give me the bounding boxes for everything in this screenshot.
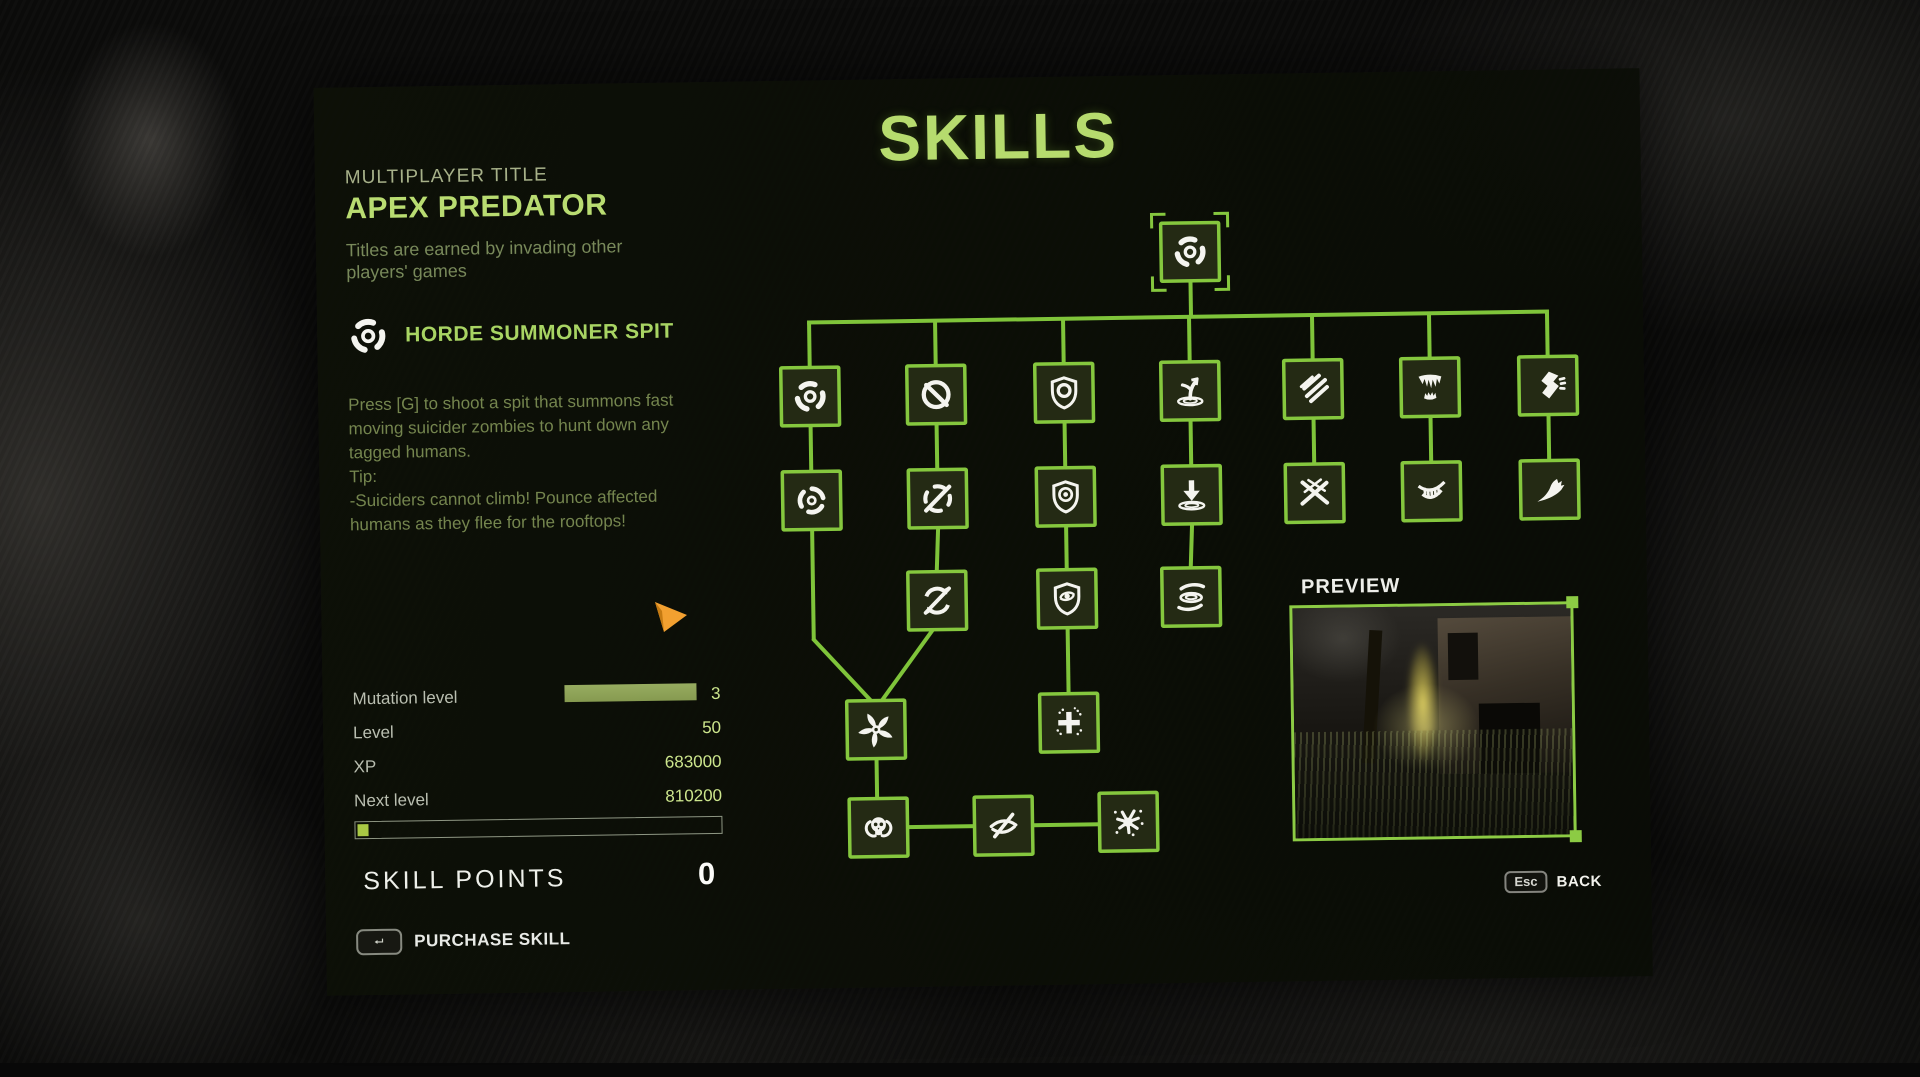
skill-node-bounce-up[interactable] bbox=[1161, 361, 1220, 420]
skill-node-shield-circle[interactable] bbox=[1035, 363, 1094, 422]
skill-node-frame bbox=[781, 367, 840, 426]
skill-node-pinwheel[interactable] bbox=[847, 700, 906, 759]
skill-connector-line bbox=[811, 426, 812, 472]
back-button[interactable]: Esc BACK bbox=[1504, 870, 1602, 893]
skill-connector-line bbox=[813, 638, 874, 705]
skill-connector-line bbox=[877, 759, 878, 800]
preview-corner-handle bbox=[1570, 830, 1582, 842]
skill-node-plus-sparkle[interactable] bbox=[1040, 693, 1099, 752]
skill-connector-line bbox=[1431, 416, 1432, 462]
page-title: SKILLS bbox=[878, 98, 1119, 176]
skill-node-frame bbox=[1401, 358, 1460, 417]
skill-connector-line bbox=[1189, 317, 1190, 362]
skill-connector-line bbox=[1314, 418, 1315, 464]
skill-node-eye-slash[interactable] bbox=[974, 796, 1033, 855]
multiplayer-title-description: Titles are earned by invading other play… bbox=[346, 234, 677, 283]
skill-node-sprint[interactable] bbox=[1519, 356, 1578, 415]
skill-node-shield-bullseye[interactable] bbox=[1036, 467, 1095, 526]
back-label: BACK bbox=[1556, 872, 1602, 890]
selected-skill-description: Press [G] to shoot a spit that summons f… bbox=[348, 388, 702, 537]
skill-node-frame bbox=[1035, 363, 1094, 422]
left-info-column: MULTIPLAYER TITLE APEX PREDATOR Titles a… bbox=[345, 162, 725, 997]
mutation-level-bar bbox=[564, 683, 696, 702]
skill-connector-line bbox=[1190, 524, 1193, 568]
skill-node-fangs[interactable] bbox=[1401, 358, 1460, 417]
skill-description-line: -Suiciders cannot climb! Pounce affected… bbox=[349, 484, 702, 537]
skill-node-ban-circle[interactable] bbox=[907, 365, 966, 424]
preview-scene bbox=[1292, 604, 1573, 838]
horde-spit-icon bbox=[347, 315, 390, 358]
skill-connector-line bbox=[937, 424, 938, 470]
skill-node-horde-spit[interactable] bbox=[781, 367, 840, 426]
preview-corner-handle bbox=[1566, 596, 1578, 608]
skill-connector-line bbox=[812, 529, 814, 639]
xp-progress-fill bbox=[357, 824, 368, 836]
skill-node-horde-spit[interactable] bbox=[1151, 213, 1228, 290]
preview-image bbox=[1289, 601, 1576, 841]
enter-key-icon bbox=[356, 929, 402, 956]
skill-node-frame bbox=[782, 471, 841, 530]
skill-connector-line bbox=[1191, 420, 1192, 466]
skill-points-row: SKILL POINTS 0 bbox=[355, 856, 724, 901]
skill-connector-line bbox=[935, 321, 936, 366]
stat-label: Mutation level bbox=[352, 688, 457, 710]
skill-node-frame bbox=[847, 700, 906, 759]
skill-node-frame bbox=[1161, 222, 1220, 281]
multiplayer-title-value: APEX PREDATOR bbox=[345, 188, 608, 226]
skill-connector-line bbox=[1063, 319, 1064, 364]
skill-node-grin-teeth[interactable] bbox=[1402, 462, 1461, 521]
skill-node-refresh-slash[interactable] bbox=[908, 571, 967, 630]
skill-connector-line bbox=[908, 826, 976, 827]
skill-node-claws[interactable] bbox=[1284, 360, 1343, 419]
skill-connector-line bbox=[1547, 312, 1548, 357]
skill-node-cross-claws[interactable] bbox=[1285, 464, 1344, 523]
stat-label: XP bbox=[353, 757, 376, 777]
multiplayer-title-label: MULTIPLAYER TITLE bbox=[345, 164, 548, 189]
purchase-skill-label: PURCHASE SKILL bbox=[414, 929, 571, 951]
skill-node-frame bbox=[1162, 567, 1221, 626]
skill-connector-line bbox=[1068, 628, 1069, 695]
skill-node-broken-ban[interactable] bbox=[908, 469, 967, 528]
skill-node-leap-claw[interactable] bbox=[1520, 460, 1579, 519]
preview-label: PREVIEW bbox=[1301, 575, 1401, 599]
skill-connector-line bbox=[1312, 315, 1313, 360]
skill-connector-line bbox=[1066, 526, 1067, 570]
skill-connector-line bbox=[1033, 824, 1101, 825]
skill-node-disc-swirl[interactable] bbox=[1162, 567, 1221, 626]
skill-description-line: Press [G] to shoot a spit that summons f… bbox=[348, 388, 701, 465]
skill-node-slam-down[interactable] bbox=[1162, 465, 1221, 524]
skill-connector-line bbox=[879, 629, 935, 704]
skill-points-label: SKILL POINTS bbox=[363, 864, 567, 896]
skill-connector-line bbox=[936, 528, 939, 572]
esc-key-icon: Esc bbox=[1504, 871, 1547, 894]
skill-node-vortex[interactable] bbox=[782, 471, 841, 530]
stat-label: Level bbox=[353, 723, 394, 744]
skill-connector-line bbox=[1065, 422, 1066, 468]
skill-node-splash[interactable] bbox=[1099, 792, 1158, 851]
skill-connector-line bbox=[1429, 313, 1430, 358]
mouse-cursor bbox=[646, 598, 692, 638]
selected-skill-header: HORDE SUMMONER SPIT bbox=[347, 311, 674, 358]
skill-connector-line bbox=[1190, 281, 1191, 317]
selected-skill-name: HORDE SUMMONER SPIT bbox=[405, 320, 674, 348]
stat-label: Next level bbox=[354, 790, 429, 811]
skill-connector-line bbox=[809, 323, 810, 368]
skill-connector-line bbox=[1548, 415, 1549, 461]
skill-node-skull-tendrils[interactable] bbox=[849, 798, 908, 857]
skill-node-shield-eye[interactable] bbox=[1038, 569, 1097, 628]
skill-connector-line bbox=[807, 312, 1549, 323]
purchase-skill-button[interactable]: PURCHASE SKILL bbox=[356, 926, 571, 955]
